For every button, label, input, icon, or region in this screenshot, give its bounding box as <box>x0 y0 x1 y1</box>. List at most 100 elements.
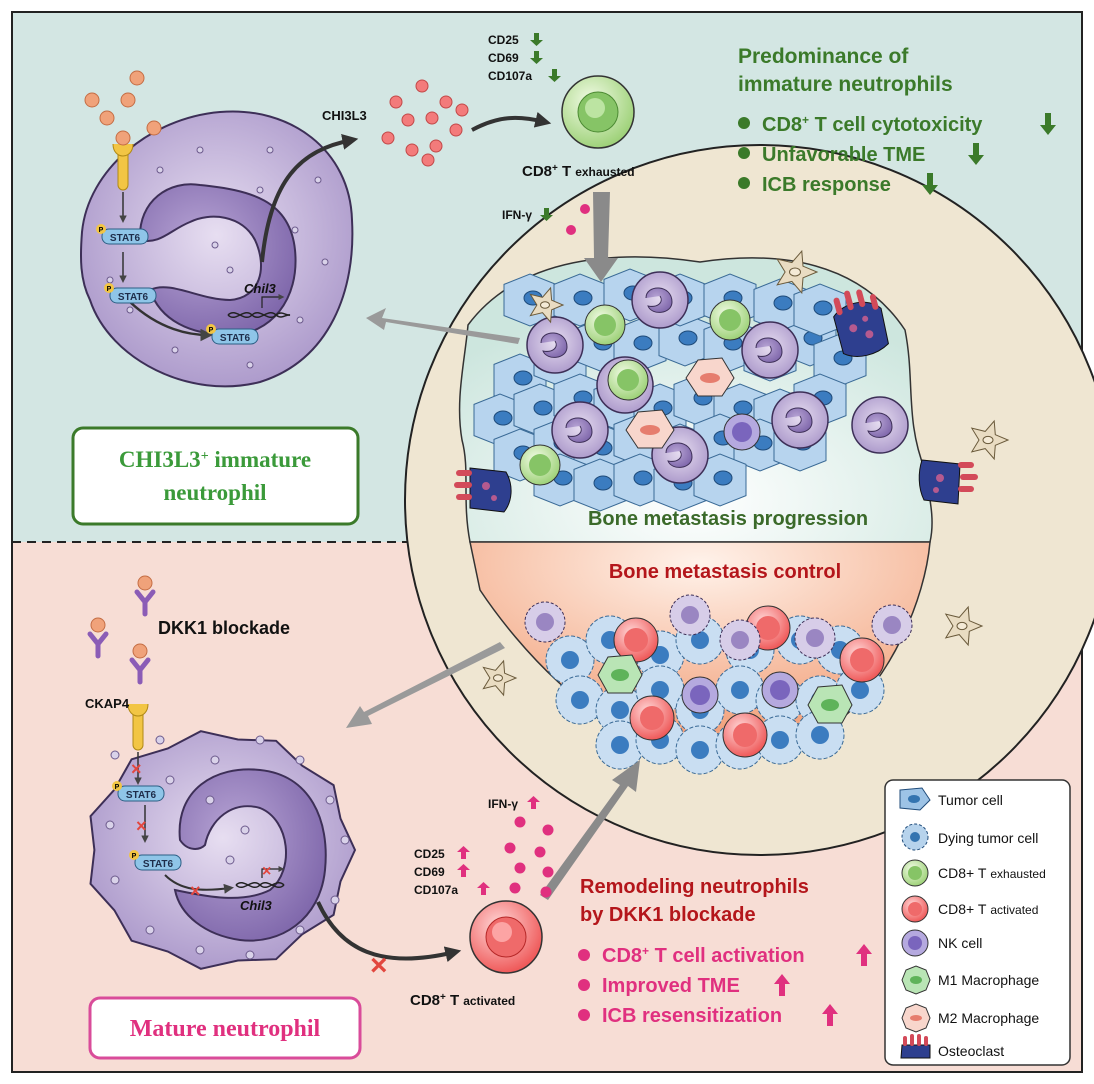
dying-tumor-cell-cluster <box>524 594 913 775</box>
tcell-activated-to-bone-arrow <box>540 760 640 900</box>
cd8-exhausted-nucleus <box>594 314 616 336</box>
cd8-activated-icon <box>901 895 929 923</box>
dying-tumor-nucleus <box>651 681 669 699</box>
immature-neutrophil <box>631 271 689 329</box>
marker-cd107a: CD107a <box>488 69 532 83</box>
dying-tumor-nucleus <box>771 731 789 749</box>
chi3l3-molecule <box>405 143 419 157</box>
down-arrow-icon <box>1040 113 1056 135</box>
dying-tumor-nucleus <box>561 651 579 669</box>
predominance-title-line2: immature neutrophils <box>738 73 953 96</box>
effect-activation: CD8+ T cell activation <box>602 944 805 967</box>
dkk1-molecule <box>137 575 153 591</box>
tcell-to-bone-arrow <box>584 192 618 282</box>
nk-nucleus <box>732 422 752 442</box>
osteocyte-nucleus <box>956 621 968 631</box>
phospho-label: P <box>99 227 104 234</box>
osteoclast <box>454 467 512 513</box>
dkk1-molecule <box>132 643 148 659</box>
dkk1-molecule <box>90 617 106 633</box>
dkk1-ligand-icon <box>115 130 131 146</box>
up-arrow-icon <box>457 846 470 859</box>
m2-nucleus <box>640 425 660 435</box>
dna-icon <box>235 866 285 888</box>
dying-tumor-nucleus <box>731 681 749 699</box>
predominance-title-line1: Predominance of <box>738 45 909 68</box>
cd8-activated-nucleus <box>624 628 648 652</box>
cd8-exhausted-nucleus <box>719 309 741 331</box>
down-arrow-icon <box>530 33 543 46</box>
tumor-nucleus <box>908 795 920 803</box>
m1-nucleus <box>611 669 629 681</box>
bullet-icon <box>738 147 750 159</box>
chi3l3-molecule <box>425 111 439 125</box>
chi3l3-molecule <box>415 79 429 93</box>
blocked-secretion-arrow <box>316 901 462 963</box>
dkk1-molecule <box>129 70 145 86</box>
cd8-exhausted-t-cell <box>561 75 635 149</box>
effect-icb-resensitization: ICB resensitization <box>602 1005 782 1027</box>
stat6-signaling-top <box>119 192 213 342</box>
tumor-cell-cluster-top <box>473 268 909 512</box>
mature-neutrophil-nucleus <box>536 613 554 631</box>
dying-tumor-nucleus <box>691 631 709 649</box>
ifng-label-bottom: IFN-γ <box>488 797 518 811</box>
nk-nucleus <box>690 685 710 705</box>
tumor-nucleus <box>533 400 553 416</box>
ifng-molecule <box>542 824 554 836</box>
antibody-icon <box>134 589 156 617</box>
neutrophil-nucleus <box>540 332 568 358</box>
osteoclast <box>833 289 889 357</box>
nk-cell-icon <box>901 929 929 957</box>
ckap4-receptor-icon <box>127 703 149 751</box>
ifng-molecule <box>566 225 576 235</box>
dying-tumor-nucleus <box>571 691 589 709</box>
stat6-label: STAT6 <box>143 859 174 870</box>
neutrophil-nucleus <box>785 407 813 433</box>
mature-neutrophil-nucleus <box>731 631 749 649</box>
dkk1-molecule <box>99 110 115 126</box>
legend-label-m1: M1 Macrophage <box>938 972 1039 988</box>
ifng-molecules <box>504 816 554 898</box>
ifng-molecule <box>514 862 526 874</box>
tumor-nucleus <box>513 370 533 386</box>
marker-cd25: CD25 <box>414 847 445 861</box>
immature-neutrophil-box: CHI3L3+ immature neutrophil <box>71 426 360 526</box>
down-arrow-icon <box>968 143 984 165</box>
immature-neutrophil <box>741 321 799 379</box>
down-arrow-icon <box>530 51 543 64</box>
stat6-label: STAT6 <box>220 333 251 344</box>
cd8-activated-t-cell <box>469 900 543 974</box>
bone-to-neutrophil-arrow <box>366 308 520 344</box>
neutrophil-nucleus <box>665 442 693 468</box>
chi3l3-molecule <box>389 95 403 109</box>
chi3l3-molecule <box>455 103 469 117</box>
immature-neutrophil <box>771 391 829 449</box>
cd8-exhausted-icon <box>901 859 929 887</box>
marker-cd25: CD25 <box>488 33 519 47</box>
signal-arrow <box>164 874 234 894</box>
chi3l3-to-tcell-arrow <box>471 111 552 132</box>
block-cross-icon: × <box>190 881 201 901</box>
neutrophil-nucleus <box>865 412 893 438</box>
ifng-molecule <box>514 816 526 828</box>
remodeling-title-line2: by DKK1 blockade <box>580 904 756 926</box>
marker-cd69: CD69 <box>414 865 445 879</box>
dying-tumor-nucleus <box>811 726 829 744</box>
cd8-activated-nucleus <box>756 616 780 640</box>
stat6-label: STAT6 <box>126 790 157 801</box>
up-arrow-icon <box>856 944 872 966</box>
cd8-exhausted-nucleus <box>617 369 639 391</box>
m2-nucleus <box>700 373 720 383</box>
dying-tumor-nucleus <box>691 741 709 759</box>
mature-neutrophil-box: Mature neutrophil <box>88 996 362 1060</box>
tumor-nucleus <box>678 330 698 346</box>
